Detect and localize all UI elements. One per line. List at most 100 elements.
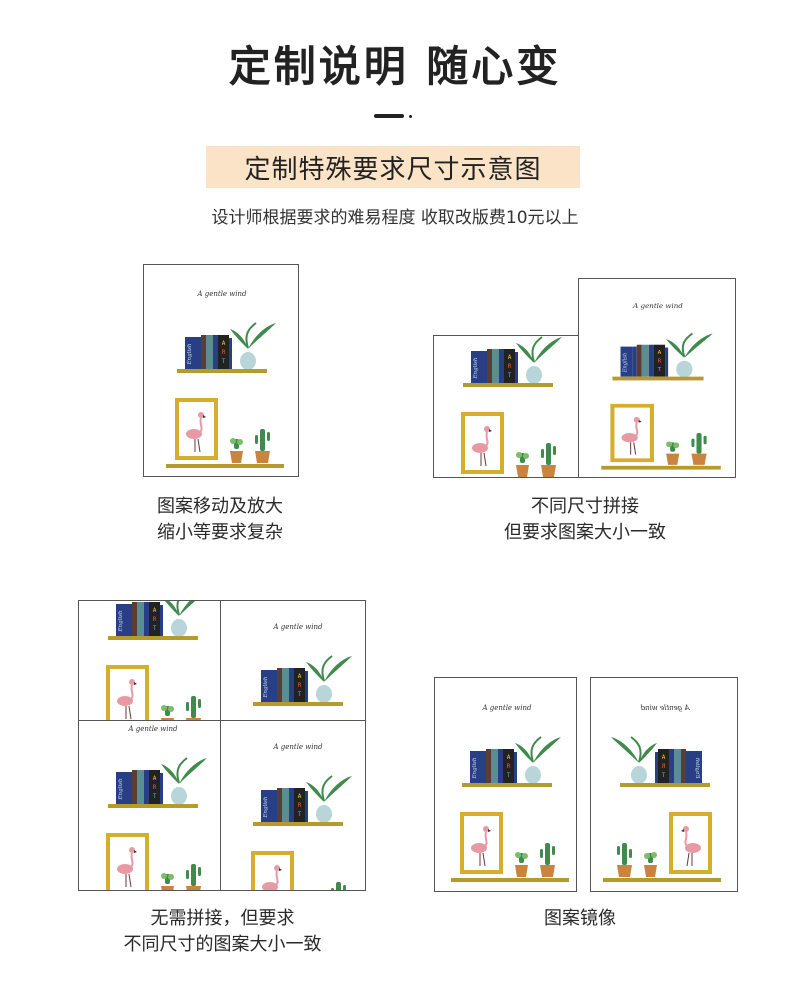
svg-text:A: A	[298, 793, 302, 800]
svg-text:R: R	[661, 763, 665, 770]
flamingo-frame	[460, 812, 503, 874]
cactus-small	[644, 852, 657, 877]
svg-text:English: English	[472, 757, 478, 779]
cactus-small	[230, 438, 243, 463]
svg-text:R: R	[153, 784, 157, 791]
potted-palm	[515, 736, 561, 784]
svg-text:English: English	[118, 610, 124, 632]
title-divider	[374, 114, 404, 118]
main-title: 定制说明 随心变	[228, 42, 562, 91]
flamingo-frame	[610, 403, 654, 463]
caption-line: 不同尺寸的图案大小一致	[123, 934, 322, 955]
flamingo-frame	[669, 812, 712, 874]
svg-text:R: R	[298, 802, 302, 809]
svg-text:A: A	[153, 775, 157, 782]
books: English A R T	[655, 749, 702, 783]
cactus-small	[666, 441, 680, 465]
cactus-small	[515, 852, 528, 877]
artwork: A gentle wind English A R T	[601, 302, 721, 470]
artwork: A gentle wind English A R T	[461, 336, 562, 477]
svg-text:T: T	[508, 372, 512, 379]
cactus-tall	[541, 443, 556, 477]
potted-palm	[230, 322, 276, 370]
artwork-tagline: A gentle wind	[272, 623, 323, 631]
cactus-tall	[617, 843, 632, 877]
cactus-tall	[255, 429, 270, 463]
subtitle-banner: 定制特殊要求尺寸示意图	[206, 146, 580, 188]
artwork: A gentle wind English A R T	[253, 623, 352, 706]
title-divider-dot	[409, 115, 412, 118]
lower-shelf	[601, 465, 721, 470]
svg-text:T: T	[222, 358, 226, 365]
svg-text:A: A	[658, 350, 662, 356]
example-2-panel-large: A gentle wind English A R T	[578, 278, 736, 478]
caption-line: 缩小等要求复杂	[157, 522, 283, 543]
books: English A R T	[620, 344, 669, 377]
example-3-panel-bottom-right: A gentle wind English A R T	[220, 720, 366, 891]
cactus-tall	[331, 882, 346, 890]
svg-text:T: T	[298, 811, 302, 818]
upper-shelf	[462, 783, 552, 787]
svg-text:T: T	[153, 625, 157, 632]
svg-text:A: A	[298, 673, 302, 680]
artwork-tagline: A gentle wind	[632, 302, 683, 310]
svg-text:T: T	[507, 772, 511, 779]
upper-shelf	[108, 636, 198, 640]
books: English A R T	[185, 335, 232, 369]
artwork-mirrored: A gentle wind English A R T	[603, 704, 721, 882]
example-4-panel-mirrored: A gentle wind English A R T	[590, 677, 738, 892]
caption-line: 图案移动及放大	[157, 496, 283, 517]
svg-text:R: R	[508, 363, 512, 370]
artwork: A gentle wind English A R T	[166, 290, 284, 468]
potted-palm	[306, 775, 352, 823]
example-2-caption: 不同尺寸拼接 但要求图案大小一致	[460, 494, 710, 546]
svg-text:English: English	[473, 357, 479, 379]
subtitle: 定制特殊要求尺寸示意图	[244, 154, 542, 185]
svg-text:English: English	[118, 778, 124, 800]
svg-text:R: R	[153, 616, 157, 623]
potted-palm	[611, 736, 657, 784]
example-4-panel-original: A gentle wind English A R T	[434, 677, 577, 892]
books: English A R T	[116, 770, 163, 804]
lower-shelf	[166, 464, 284, 468]
svg-text:A: A	[661, 754, 665, 761]
artwork-tagline: A gentle wind	[196, 290, 247, 298]
svg-text:R: R	[658, 359, 662, 365]
cactus-tall	[691, 432, 707, 465]
artwork-tagline: A gentle wind	[127, 725, 178, 733]
upper-shelf	[108, 804, 198, 808]
flamingo-frame	[106, 665, 149, 720]
svg-text:English: English	[263, 796, 269, 818]
potted-palm	[161, 757, 207, 805]
potted-palm	[164, 601, 196, 637]
potted-palm	[666, 332, 713, 378]
flamingo-frame	[251, 851, 294, 890]
artwork: A gentle wind English A R T	[251, 743, 352, 890]
cactus-tall	[540, 843, 555, 877]
artwork: A gentle wind English A R T	[106, 601, 201, 720]
cactus-tall	[186, 864, 201, 890]
artwork-tagline: A gentle wind	[272, 743, 323, 751]
books: English A R T	[116, 602, 163, 636]
upper-shelf	[612, 376, 704, 381]
svg-text:T: T	[658, 367, 662, 373]
svg-text:T: T	[153, 793, 157, 800]
lower-shelf	[451, 878, 569, 882]
caption-line: 不同尺寸拼接	[531, 496, 639, 517]
artwork-tagline: A gentle wind	[640, 704, 691, 712]
svg-text:T: T	[661, 772, 665, 779]
cactus-small	[516, 452, 529, 477]
upper-shelf	[463, 383, 553, 387]
books: English A R T	[261, 668, 308, 702]
svg-text:T: T	[298, 691, 302, 698]
caption-line: 但要求图案大小一致	[504, 522, 666, 543]
upper-shelf	[253, 822, 343, 826]
svg-text:English: English	[622, 353, 628, 374]
svg-text:English: English	[694, 757, 700, 779]
example-3-caption: 无需拼接，但要求 不同尺寸的图案大小一致	[80, 906, 365, 958]
example-1-caption: 图案移动及放大 缩小等要求复杂	[100, 494, 340, 546]
books: English A R T	[470, 749, 517, 783]
books: English A R T	[471, 349, 518, 383]
books: English A R T	[261, 788, 308, 822]
caption-line: 图案镜像	[544, 908, 616, 929]
